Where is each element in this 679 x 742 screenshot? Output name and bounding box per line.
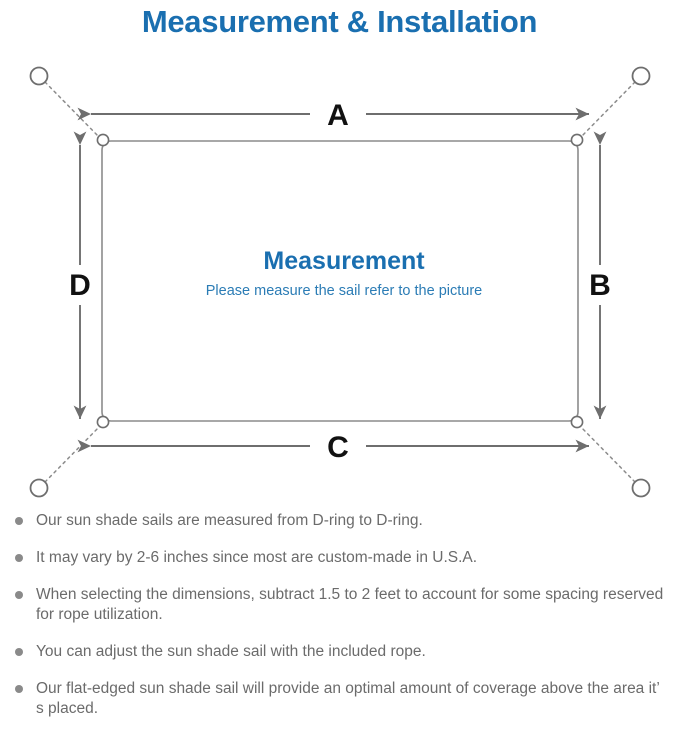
sail-d-rings [96,133,584,429]
rope-line-bottom-right [578,424,636,483]
list-item-text: You can adjust the sun shade sail with t… [36,643,426,660]
rope-lines [44,81,636,483]
diagram-center-subtitle: Please measure the sail refer to the pic… [206,283,482,299]
list-item: You can adjust the sun shade sail with t… [10,642,665,662]
list-item: Our sun shade sails are measured from D-… [10,511,665,531]
list-item-text: It may vary by 2-6 inches since most are… [36,549,478,566]
anchor-rings [29,66,651,498]
list-item-text: Our flat-edged sun shade sail will provi… [36,680,660,717]
d-ring-top-right [570,133,584,147]
rope-line-top-right [578,81,636,140]
diagram-center-heading: Measurement [263,247,425,275]
rope-line-bottom-left [44,424,102,483]
dimension-label-b: B [589,269,611,302]
bullet-icon [15,685,23,693]
dimension-label-c: C [327,431,349,464]
list-item-text: When selecting the dimensions, subtract … [36,586,664,623]
bullet-icon [15,517,23,525]
diagram-container: A C D B Measurement Please measure the s… [0,41,679,511]
shade-sail-body [101,140,579,422]
list-item: Our flat-edged sun shade sail will provi… [10,679,665,719]
d-ring-bottom-left [96,415,110,429]
bullet-icon [15,554,23,562]
bullet-icon [15,648,23,656]
list-item-text: Our sun shade sails are measured from D-… [36,512,423,529]
dimension-label-a: A [327,99,349,132]
d-ring-bottom-right [570,415,584,429]
anchor-ring-top-left [29,66,49,86]
notes-list: Our sun shade sails are measured from D-… [0,511,679,719]
list-item: When selecting the dimensions, subtract … [10,585,665,625]
page-title: Measurement & Installation [141,4,538,39]
sun-shade-sail-measurement-diagram: A C D B Measurement Please measure the s… [29,66,651,498]
anchor-ring-top-right [631,66,651,86]
list-item: It may vary by 2-6 inches since most are… [10,548,665,568]
d-ring-top-left [96,133,110,147]
rope-line-top-left [44,81,102,140]
anchor-ring-bottom-right [631,478,651,498]
dimension-label-d: D [69,269,91,302]
bullet-icon [15,591,23,599]
anchor-ring-bottom-left [29,478,49,498]
